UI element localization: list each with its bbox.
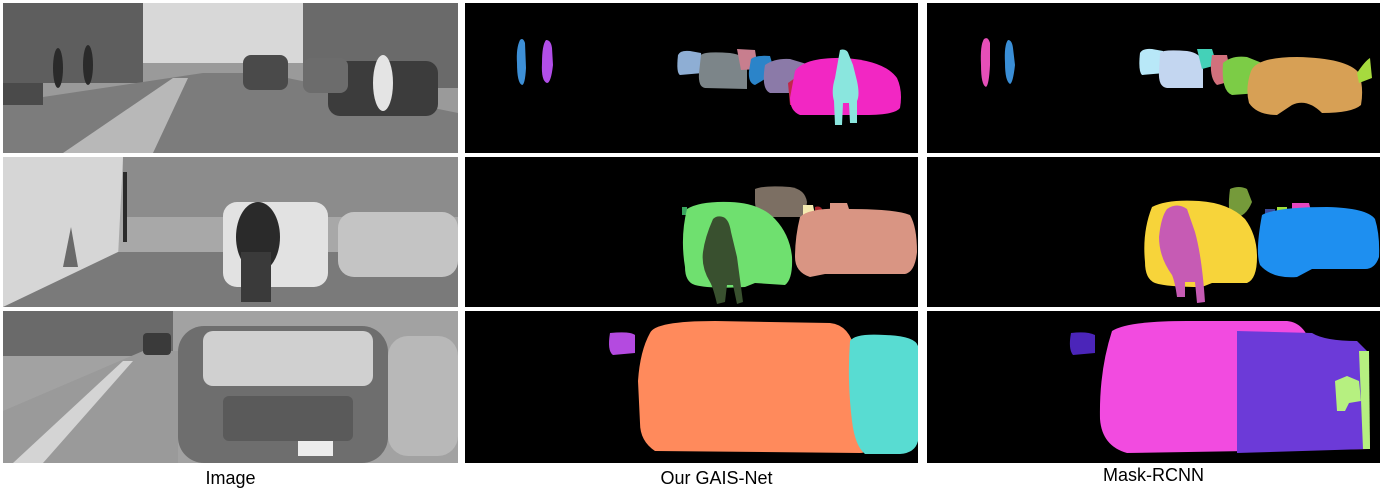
column-label-image: Image xyxy=(205,468,256,488)
maskrcnn-mask-row3 xyxy=(927,311,1380,463)
maskrcnn-mask-row2 xyxy=(927,157,1380,307)
maskrcnn-mask-row1 xyxy=(927,3,1380,153)
column-label-gais-net: Our GAIS-Net xyxy=(660,468,773,488)
photo-row1 xyxy=(3,3,458,153)
photo-row2 xyxy=(3,157,458,307)
gais-mask-row1 xyxy=(465,3,918,153)
gais-mask-row3 xyxy=(465,311,918,463)
column-label-mask-rcnn: Mask-RCNN xyxy=(1103,465,1204,485)
gais-mask-row2 xyxy=(465,157,918,307)
photo-row3 xyxy=(3,311,458,463)
